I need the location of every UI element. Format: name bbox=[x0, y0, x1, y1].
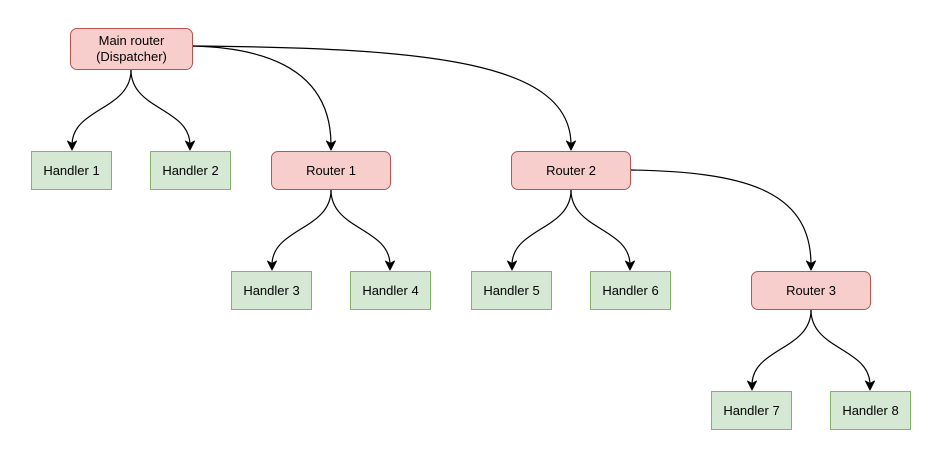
node-main-router[interactable]: Main router (Dispatcher) bbox=[70, 28, 193, 70]
arrow-head-icon bbox=[326, 140, 336, 151]
node-handler-3[interactable]: Handler 3 bbox=[231, 271, 312, 310]
node-handler-6[interactable]: Handler 6 bbox=[590, 271, 671, 310]
edge-line bbox=[630, 169, 812, 266]
edge-line bbox=[330, 189, 391, 266]
node-handler-7[interactable]: Handler 7 bbox=[711, 391, 792, 430]
arrow-head-icon bbox=[185, 140, 195, 151]
edge-router-3-to-handler-8 bbox=[810, 309, 875, 391]
arrow-head-icon bbox=[507, 260, 517, 271]
edge-router-2-to-router-3 bbox=[630, 169, 816, 271]
arrow-head-icon bbox=[566, 140, 576, 151]
node-handler-8[interactable]: Handler 8 bbox=[830, 391, 911, 430]
edge-main-to-router-1 bbox=[192, 45, 336, 151]
edge-line bbox=[71, 69, 132, 146]
edge-main-to-handler-2 bbox=[130, 69, 195, 151]
node-handler-2[interactable]: Handler 2 bbox=[150, 151, 231, 190]
edge-router-2-to-handler-6 bbox=[570, 189, 635, 271]
edge-router-1-to-handler-4 bbox=[330, 189, 395, 271]
arrow-head-icon bbox=[625, 260, 635, 271]
edge-line bbox=[192, 45, 332, 146]
arrow-head-icon bbox=[385, 260, 395, 271]
edge-main-to-router-2 bbox=[192, 45, 576, 151]
arrow-head-icon bbox=[67, 140, 77, 151]
edge-router-1-to-handler-3 bbox=[267, 189, 332, 271]
edge-line bbox=[810, 309, 871, 386]
edge-line bbox=[192, 45, 572, 146]
edge-router-3-to-handler-7 bbox=[747, 309, 812, 391]
arrow-head-icon bbox=[806, 260, 816, 271]
edge-line bbox=[130, 69, 191, 146]
edge-main-to-handler-1 bbox=[67, 69, 132, 151]
edge-line bbox=[511, 189, 572, 266]
node-handler-1[interactable]: Handler 1 bbox=[31, 151, 112, 190]
arrow-head-icon bbox=[747, 380, 757, 391]
node-router-1[interactable]: Router 1 bbox=[271, 151, 391, 190]
node-handler-4[interactable]: Handler 4 bbox=[350, 271, 431, 310]
node-router-2[interactable]: Router 2 bbox=[511, 151, 631, 190]
arrow-head-icon bbox=[865, 380, 875, 391]
edge-line bbox=[271, 189, 332, 266]
node-handler-5[interactable]: Handler 5 bbox=[471, 271, 552, 310]
node-router-3[interactable]: Router 3 bbox=[751, 271, 871, 310]
edge-line bbox=[751, 309, 812, 386]
edge-router-2-to-handler-5 bbox=[507, 189, 572, 271]
edge-line bbox=[570, 189, 631, 266]
arrow-head-icon bbox=[267, 260, 277, 271]
